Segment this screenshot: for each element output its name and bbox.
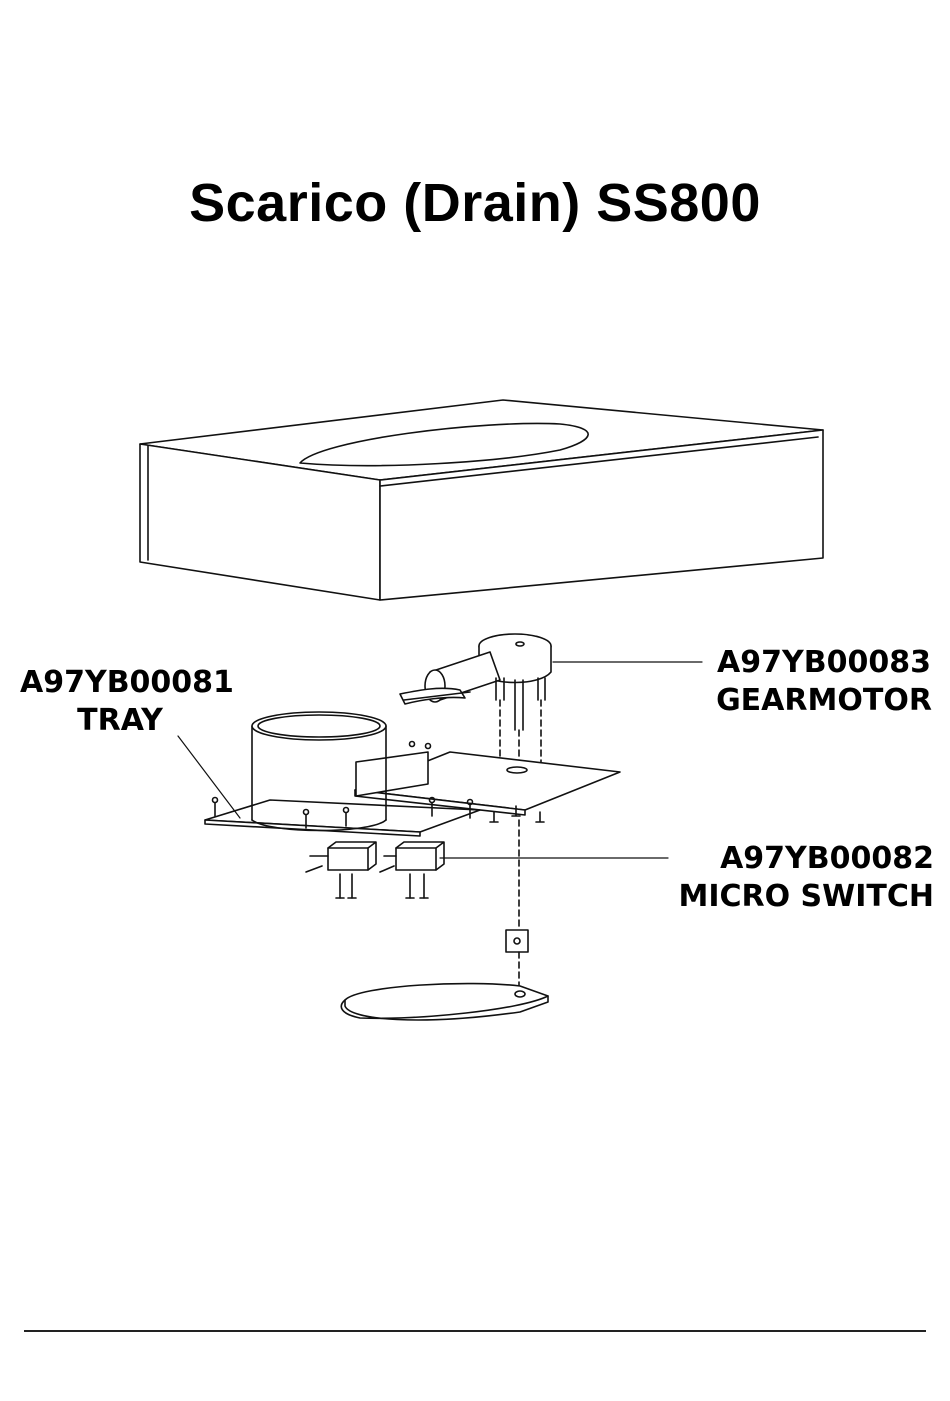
tray-callout: A97YB00081 TRAY [20, 664, 220, 740]
tray-leader [178, 736, 240, 818]
part-code: A97YB00081 [20, 664, 220, 702]
part-code: A97YB00082 [672, 840, 934, 878]
part-code: A97YB00083 [708, 644, 940, 682]
micro-switch-callout: A97YB00082 MICRO SWITCH [672, 840, 934, 916]
part-name: TRAY [20, 702, 220, 740]
plate-screws [490, 806, 544, 930]
footer-divider [24, 1330, 926, 1332]
cover-box [140, 400, 823, 600]
part-name: GEARMOTOR [708, 682, 940, 720]
part-name: MICRO SWITCH [672, 878, 934, 916]
drain-flap-drawing [341, 930, 548, 1020]
gearmotor-callout: A97YB00083 GEARMOTOR [708, 644, 940, 720]
micro-switch-drawing [306, 842, 444, 898]
